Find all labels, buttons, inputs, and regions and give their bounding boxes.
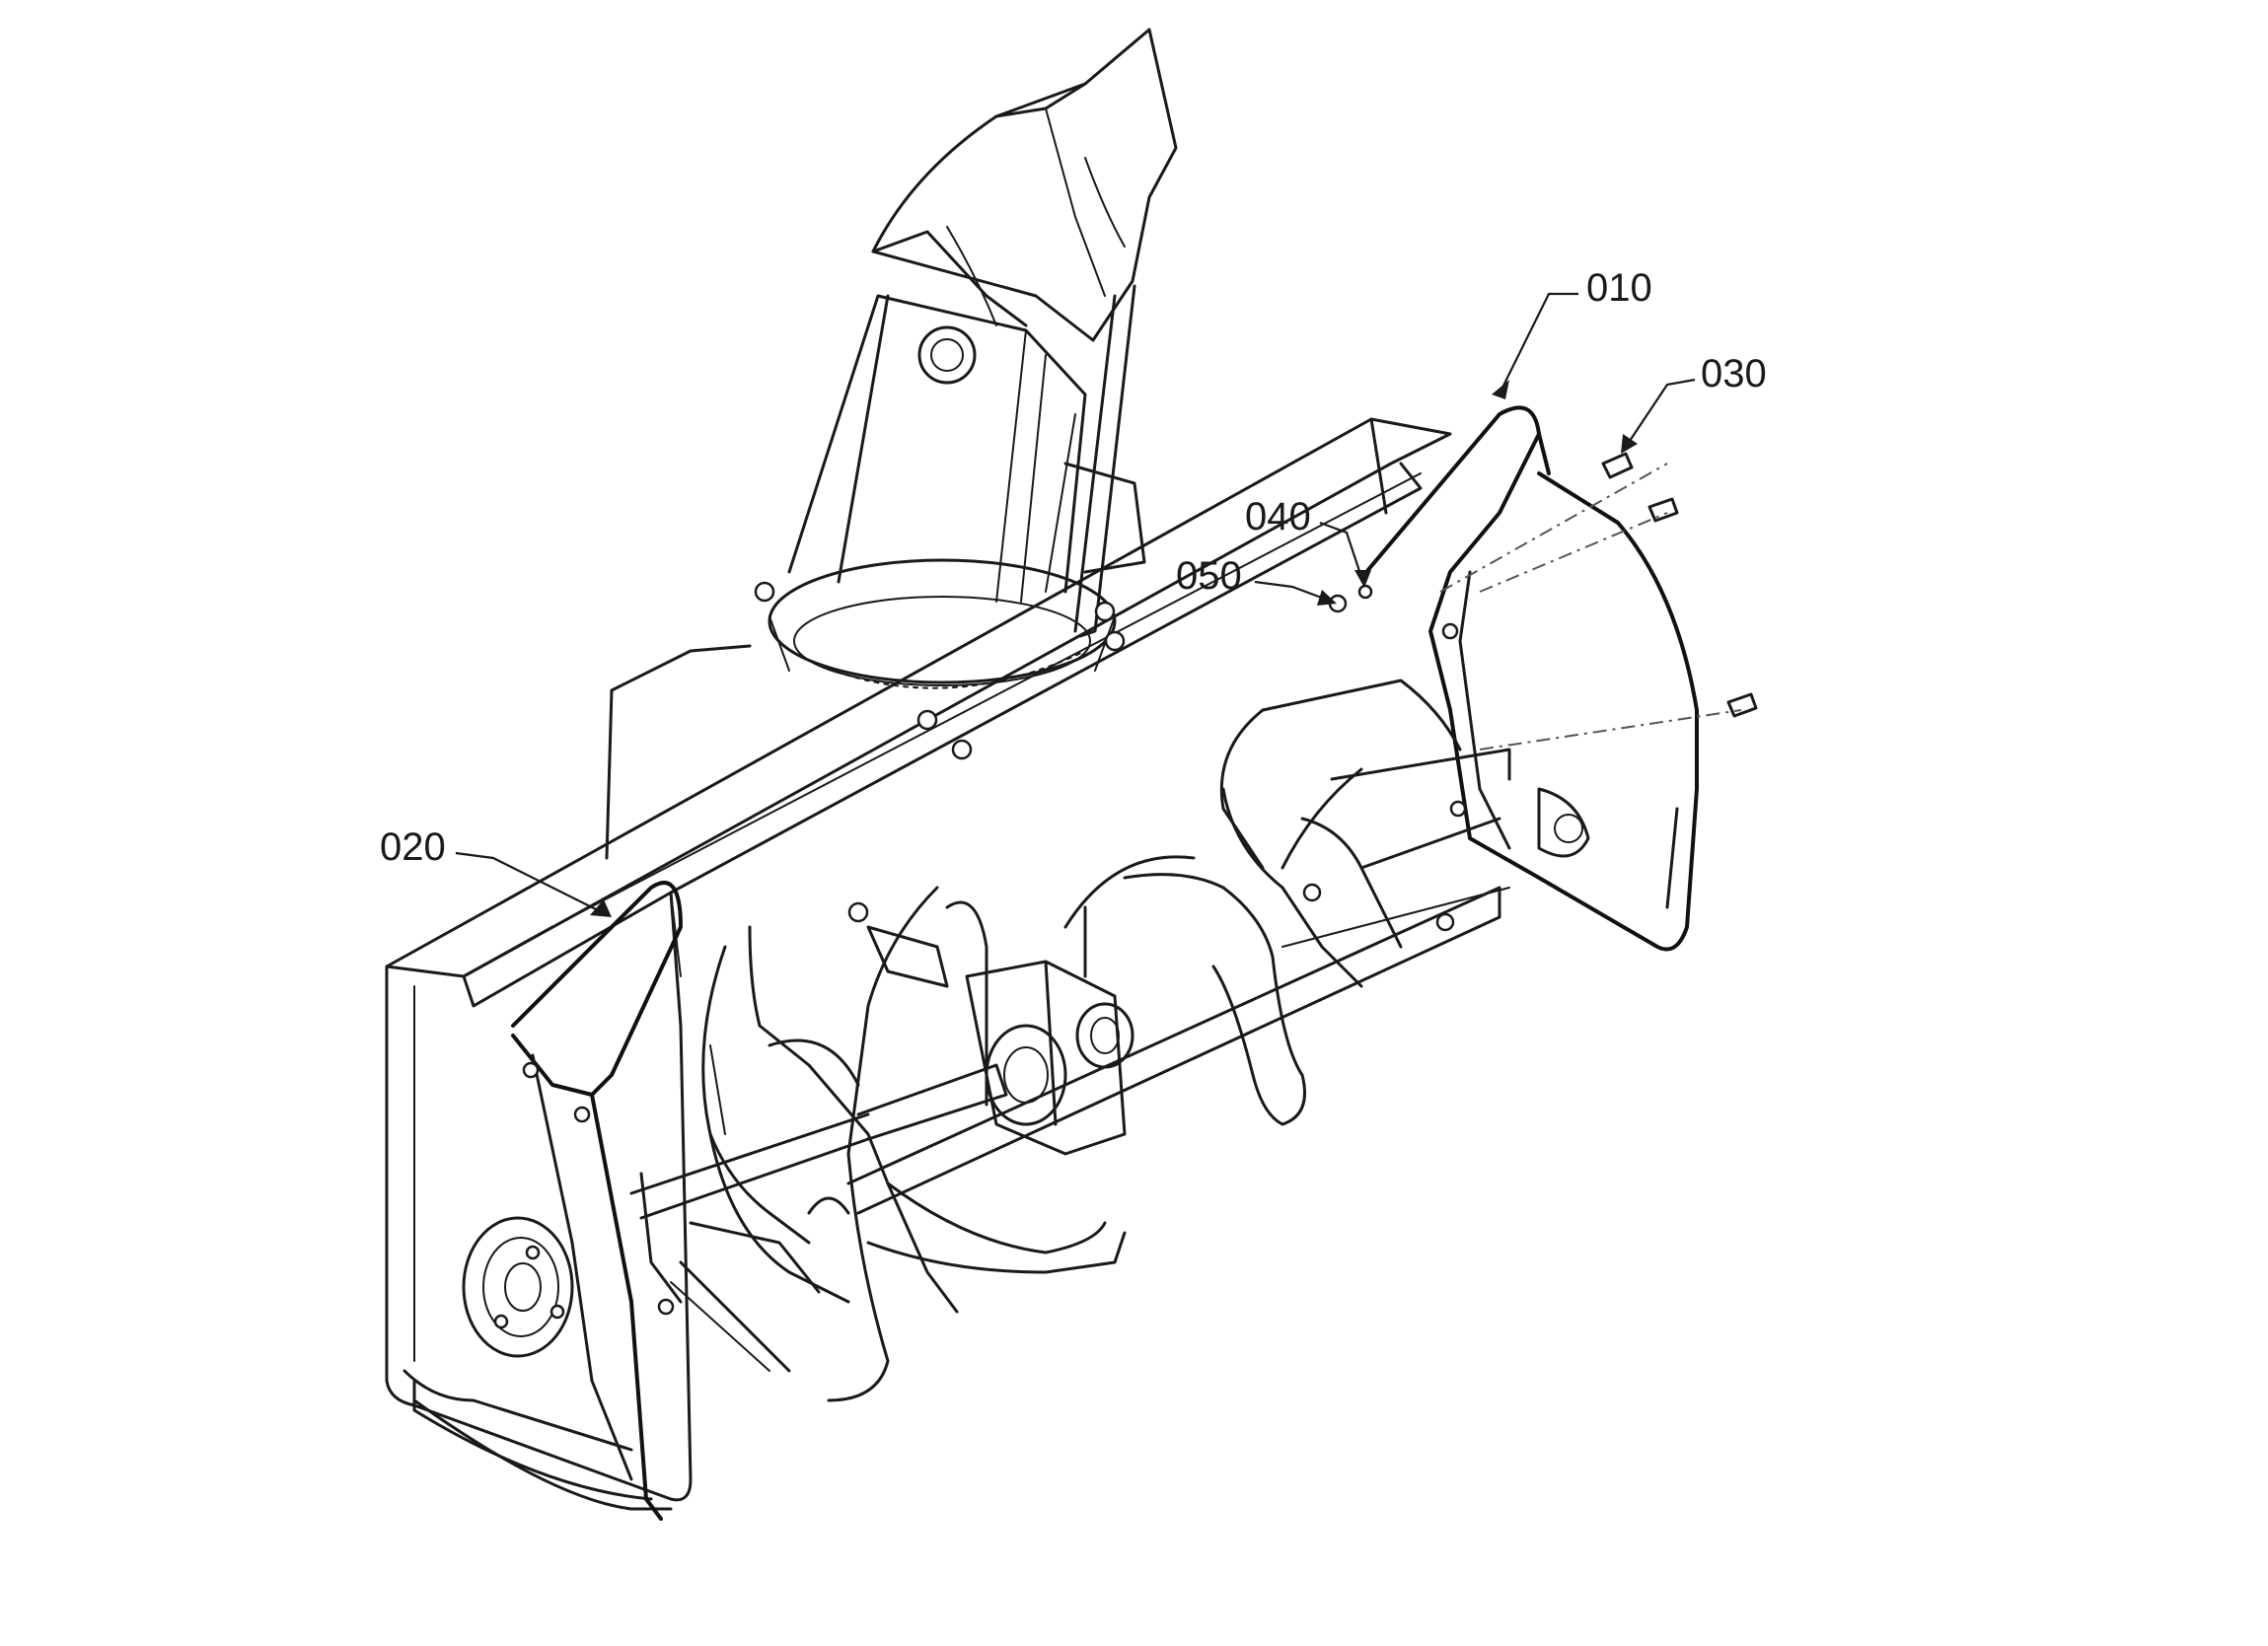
top-bolts [754,581,1126,760]
auger-housing [385,417,1452,1511]
right-auger [846,679,1511,1215]
callout-020: 020 [380,825,446,869]
callout-leaders [455,292,1696,917]
fasteners [1328,452,1758,751]
left-handle-020 [511,881,683,1521]
callout-040: 040 [1245,495,1311,538]
callout-010: 010 [1586,266,1652,310]
left-auger [689,886,1127,1402]
callout-050: 050 [1176,554,1242,598]
right-handle-010 [1364,405,1699,952]
discharge-chute [768,28,1178,689]
bolt-040 [1357,584,1373,600]
center-gearbox [629,901,1134,1220]
callout-030: 030 [1701,352,1767,395]
callout-labels: 010 020 030 040 050 [380,266,1767,869]
